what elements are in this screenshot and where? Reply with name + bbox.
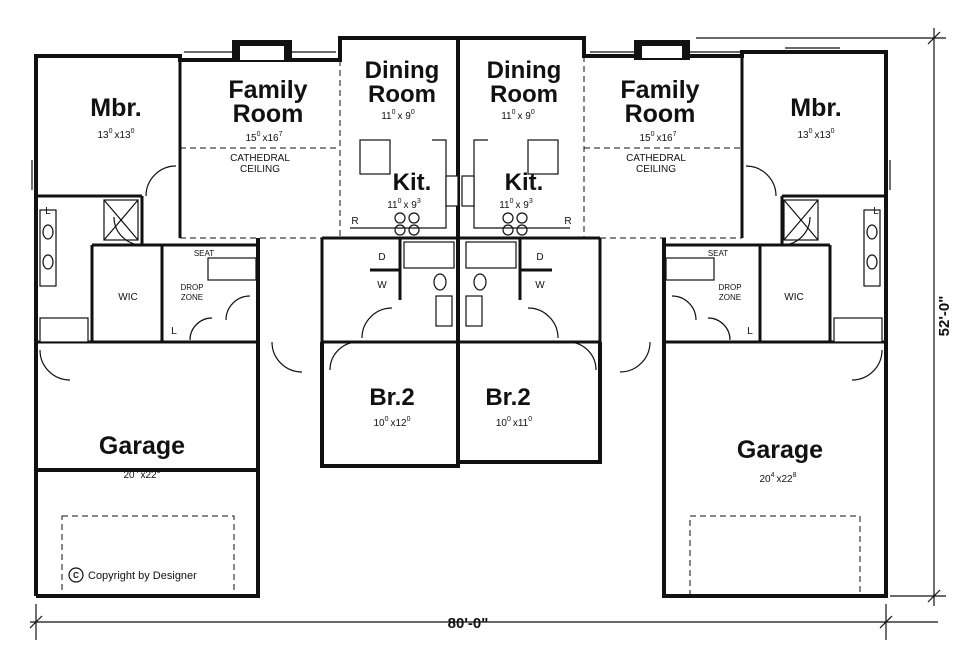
right-linen-label-2: L — [747, 326, 753, 337]
overall-width-label: 80'-0" — [448, 615, 489, 632]
left-washer-label: W — [377, 280, 387, 291]
left-br2-label: Br.2 — [369, 384, 414, 411]
right-family-note-1: CATHEDRAL — [626, 153, 686, 164]
right-family-note-2: CEILING — [636, 164, 676, 175]
left-wic-label: WIC — [118, 292, 137, 303]
left-dining-label-2: Room — [368, 81, 436, 108]
left-dryer-label: D — [378, 252, 385, 263]
left-drop-zone-label-1: DROP — [180, 283, 203, 292]
right-linen-label-1: L — [873, 206, 879, 217]
left-seat-label: SEAT — [194, 249, 214, 258]
left-dining-label-1: Dining — [365, 57, 440, 84]
left-linen-label-2: L — [171, 326, 177, 337]
left-refrigerator-label: R — [351, 216, 358, 227]
copyright-notice: C Copyright by Designer — [68, 567, 197, 583]
right-seat-label: SEAT — [708, 249, 728, 258]
right-dining-label-2: Room — [490, 81, 558, 108]
right-family-label-2: Room — [625, 100, 696, 128]
copyright-icon — [68, 567, 84, 583]
left-unit-interior — [36, 56, 459, 466]
right-drop-zone-label-2: ZONE — [719, 293, 741, 302]
right-family-label-1: Family — [620, 76, 699, 104]
depth-dimension-line: 52'-0" — [696, 28, 953, 606]
right-br2-label: Br.2 — [485, 384, 530, 411]
width-dimension-line: 80'-0" — [29, 604, 938, 640]
left-family-note-1: CATHEDRAL — [230, 153, 290, 164]
copyright-symbol: C — [73, 571, 79, 580]
left-family-label-1: Family — [228, 76, 307, 104]
right-garage-door — [689, 515, 861, 597]
left-garage-door — [61, 515, 235, 597]
left-kit-label: Kit. — [393, 169, 432, 196]
right-wic-label: WIC — [784, 292, 803, 303]
right-dryer-label: D — [536, 252, 543, 263]
overall-depth-label: 52'-0" — [936, 296, 953, 337]
right-kit-label: Kit. — [505, 169, 544, 196]
right-dining-label-1: Dining — [487, 57, 562, 84]
right-refrigerator-label: R — [564, 216, 571, 227]
right-unit-interior — [458, 56, 886, 462]
left-garage-label: Garage — [99, 432, 185, 460]
left-family-label-2: Room — [233, 100, 304, 128]
right-garage-label: Garage — [737, 436, 823, 464]
left-family-note-2: CEILING — [240, 164, 280, 175]
right-drop-zone-label-1: DROP — [718, 283, 741, 292]
right-washer-label: W — [535, 280, 545, 291]
left-linen-label-1: L — [45, 206, 51, 217]
right-mbr-label: Mbr. — [790, 94, 841, 122]
copyright-text: Copyright by Designer — [88, 570, 197, 582]
left-mbr-label: Mbr. — [90, 94, 141, 122]
left-drop-zone-label-2: ZONE — [181, 293, 203, 302]
